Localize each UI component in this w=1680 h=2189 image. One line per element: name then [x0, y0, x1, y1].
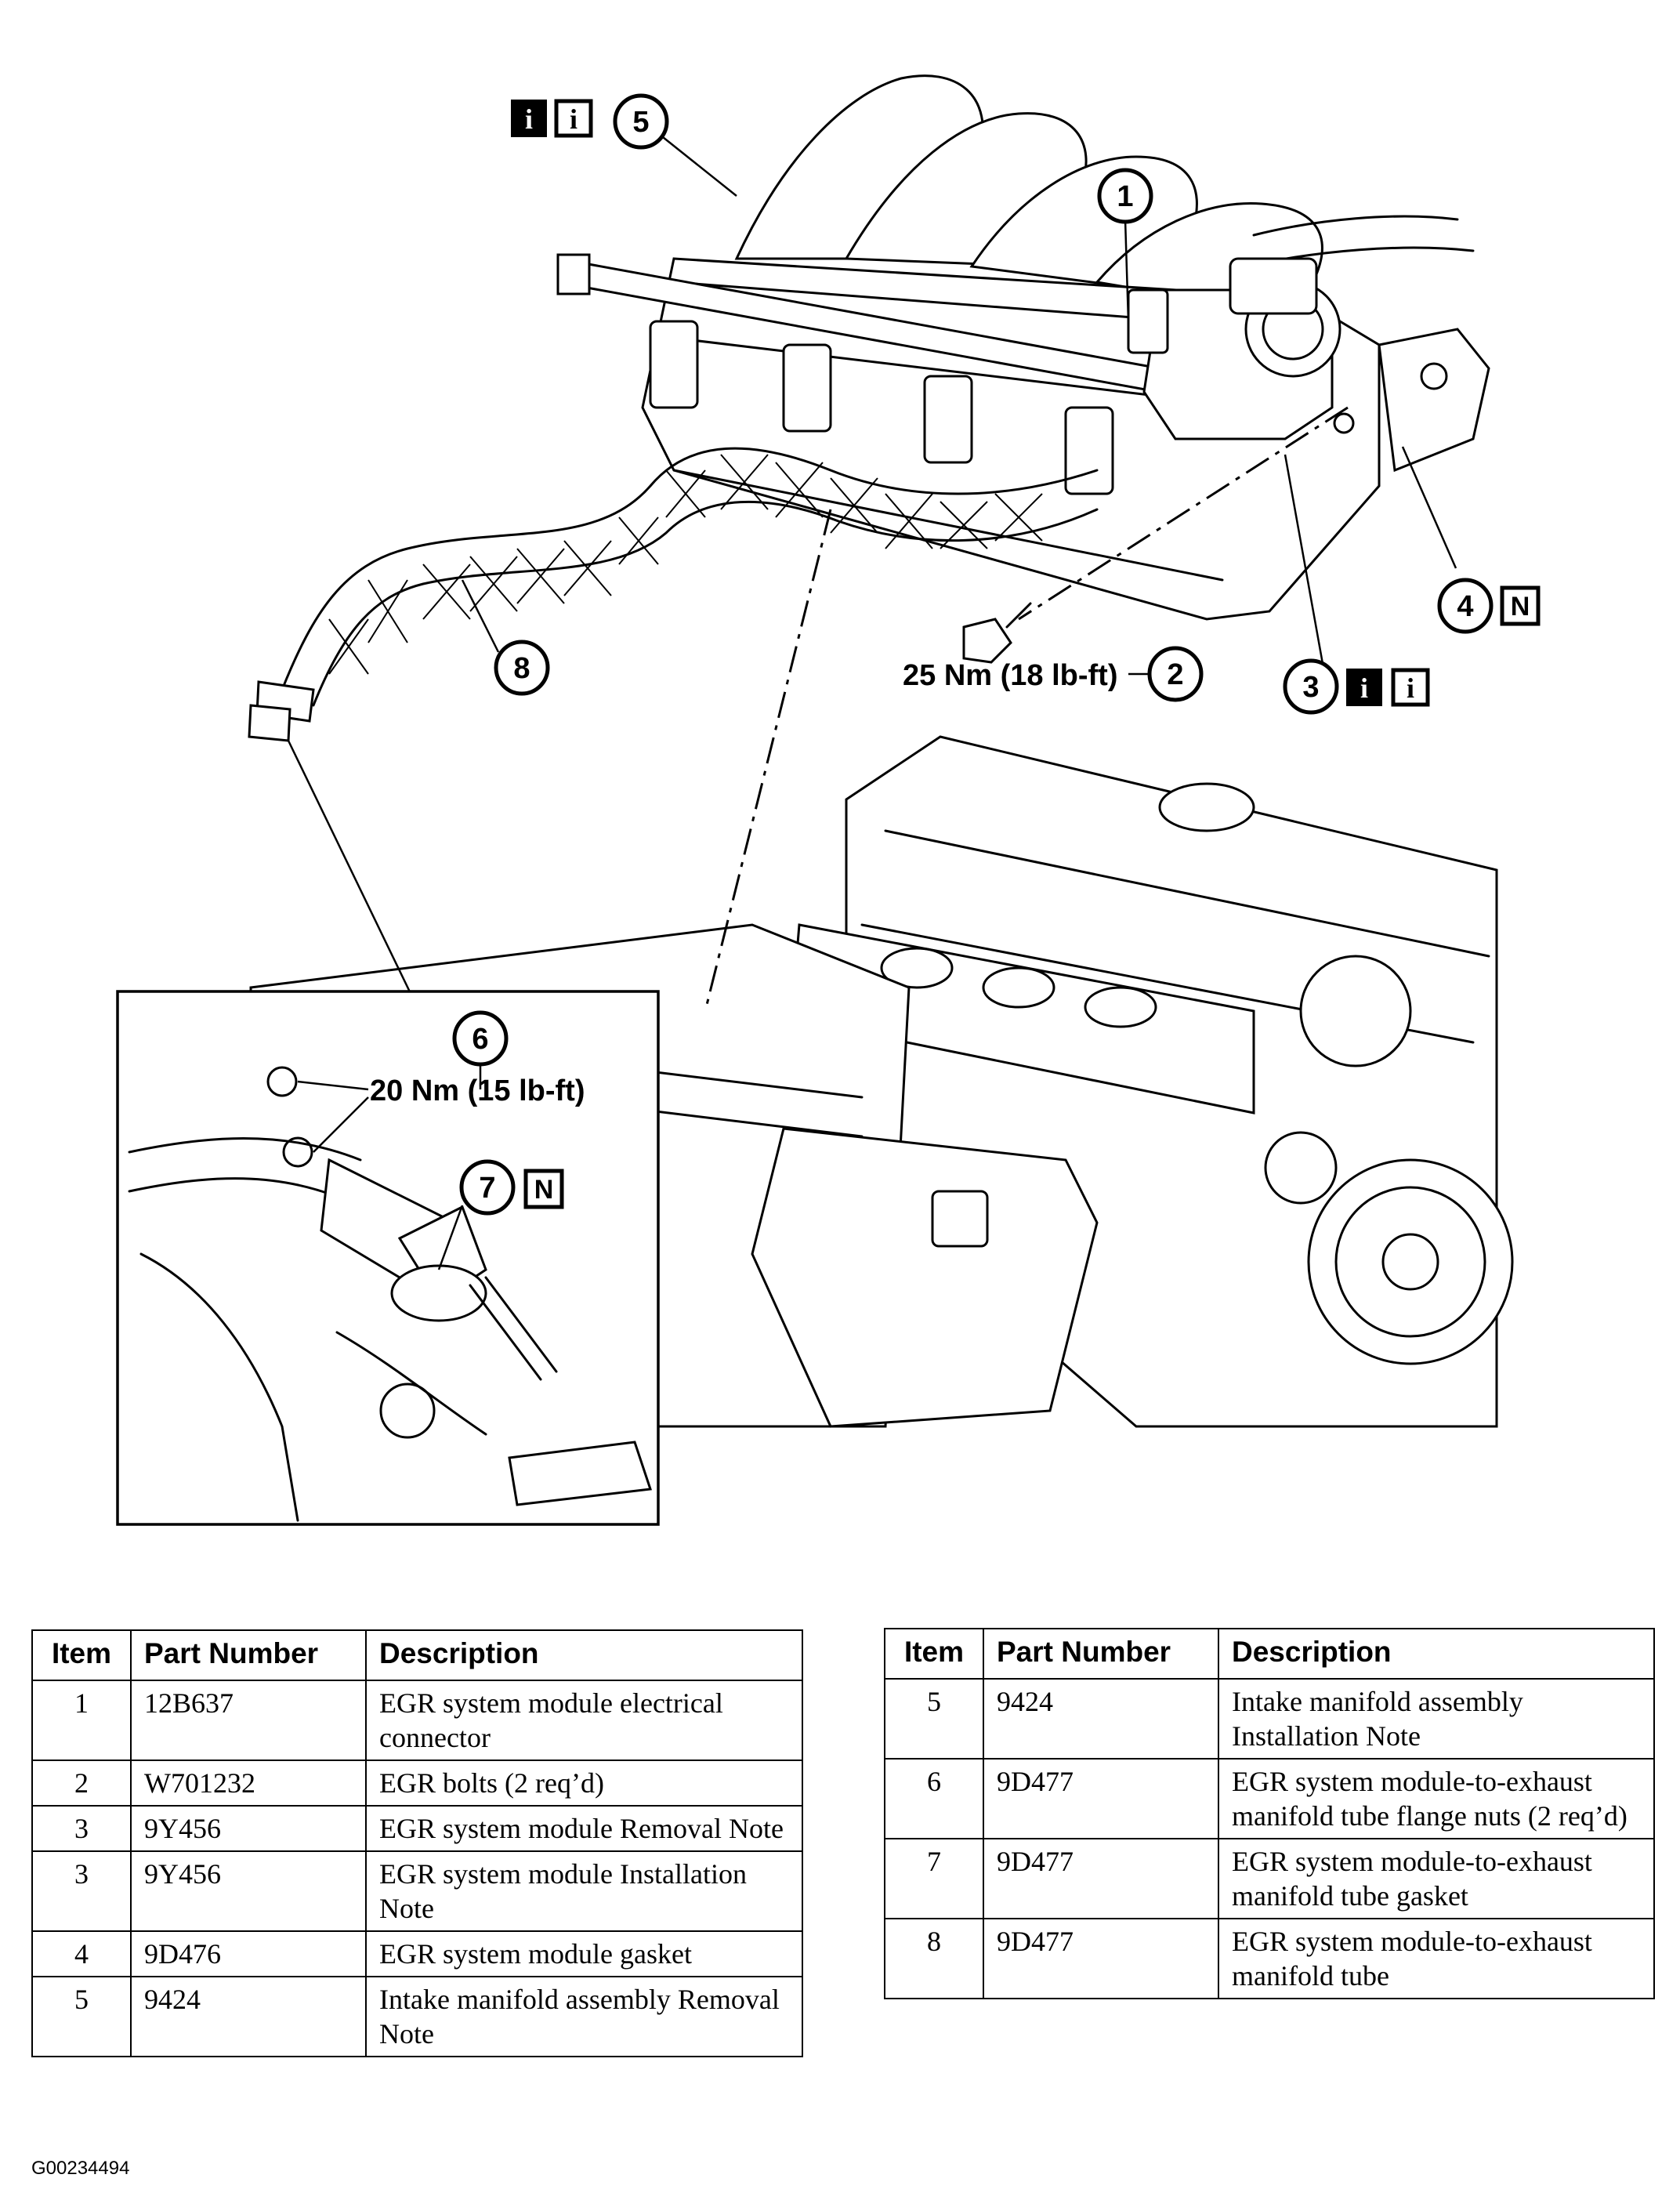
table-row: 2 W701232 EGR bolts (2 req’d): [31, 1760, 803, 1807]
svg-text:N: N: [534, 1175, 554, 1205]
figure-id: G00234494: [31, 2158, 130, 2179]
table-row: 5 9424 Intake manifold assembly Removal …: [31, 1976, 803, 2057]
svg-text:5: 5: [632, 106, 649, 139]
header-item: Item: [884, 1628, 984, 1680]
table-row: 5 9424 Intake manifold assembly Installa…: [884, 1678, 1655, 1760]
svg-text:i: i: [1407, 672, 1414, 704]
cell-description: Intake manifold assembly Removal Note: [365, 1976, 803, 2057]
cell-part-number: 9D477: [983, 1918, 1219, 1999]
parts-table-right: Item Part Number Description 5 9424 Inta…: [884, 1628, 1655, 1999]
cell-item: 3: [31, 1850, 132, 1932]
svg-text:N: N: [1511, 592, 1530, 622]
svg-text:7: 7: [479, 1172, 495, 1205]
alignment-line-tube: [287, 740, 417, 1004]
info-black-icon: [1346, 669, 1382, 706]
new-part-icon-item-7: N: [523, 1169, 564, 1209]
svg-text:i: i: [525, 103, 533, 135]
leader-6a: [297, 1080, 369, 1091]
cell-part-number: 9D477: [983, 1838, 1219, 1919]
cell-part-number: 12B637: [130, 1680, 367, 1761]
svg-text:i: i: [570, 103, 578, 135]
cell-description: EGR bolts (2 req’d): [365, 1760, 803, 1807]
cell-item: 1: [31, 1680, 132, 1761]
cell-part-number: 9D476: [130, 1930, 367, 1977]
new-part-icon-item-4: N: [1500, 585, 1541, 626]
callout-5: 5: [613, 93, 669, 150]
callout-1: 1: [1097, 168, 1153, 224]
table-row: 8 9D477 EGR system module-to-exhaust man…: [884, 1918, 1655, 1999]
leader-1: [1124, 219, 1130, 322]
cell-description: EGR system module gasket: [365, 1930, 803, 1977]
cell-item: 5: [31, 1976, 132, 2057]
leader-8: [461, 579, 500, 653]
table-row: 4 9D476 EGR system module gasket: [31, 1930, 803, 1977]
header-part-number: Part Number: [983, 1628, 1219, 1680]
inset-detail: [116, 990, 660, 1526]
cell-item: 8: [884, 1918, 984, 1999]
cell-item: 6: [884, 1758, 984, 1839]
header-description: Description: [365, 1629, 803, 1681]
cell-description: EGR system module electrical connector: [365, 1680, 803, 1761]
leader-6b: [313, 1096, 369, 1153]
svg-text:6: 6: [472, 1023, 488, 1056]
leader-7: [437, 1205, 464, 1270]
header-item: Item: [31, 1629, 132, 1681]
cell-description: EGR system module-to-exhaust manifold tu…: [1218, 1838, 1655, 1919]
callout-4: 4: [1437, 578, 1494, 634]
alignment-line-module: [704, 509, 832, 1012]
cell-description: EGR system module Installation Note: [365, 1850, 803, 1932]
info-outline-icon: [1391, 668, 1430, 707]
cell-description: Intake manifold assembly Installation No…: [1218, 1678, 1655, 1760]
table-row: 3 9Y456 EGR system module Removal Note: [31, 1805, 803, 1852]
svg-text:8: 8: [513, 652, 530, 685]
header-description: Description: [1218, 1628, 1655, 1680]
cell-item: 3: [31, 1805, 132, 1852]
cell-item: 4: [31, 1930, 132, 1977]
svg-text:3: 3: [1302, 671, 1319, 704]
leader-3: [1284, 454, 1326, 673]
svg-text:i: i: [1360, 672, 1368, 704]
cell-item: 5: [884, 1678, 984, 1760]
cell-description: EGR system module-to-exhaust manifold tu…: [1218, 1758, 1655, 1839]
cell-description: EGR system module-to-exhaust manifold tu…: [1218, 1918, 1655, 1999]
leader-5: [662, 136, 737, 197]
cell-item: 2: [31, 1760, 132, 1807]
svg-text:2: 2: [1167, 658, 1183, 691]
cell-part-number: W701232: [130, 1760, 367, 1807]
cell-part-number: 9424: [983, 1678, 1219, 1760]
leader-4: [1401, 446, 1457, 569]
info-outline-icon: [554, 99, 593, 138]
cell-description: EGR system module Removal Note: [365, 1805, 803, 1852]
callout-2: 2: [1147, 646, 1204, 702]
callout-7: 7: [459, 1159, 516, 1216]
info-black-icon: [511, 100, 547, 137]
table-row: 7 9D477 EGR system module-to-exhaust man…: [884, 1838, 1655, 1919]
table-row: 3 9Y456 EGR system module Installation N…: [31, 1850, 803, 1932]
info-icon-set-item-3: i i: [1346, 668, 1430, 707]
callout-3: 3: [1283, 658, 1339, 715]
parts-table-left: Item Part Number Description 1 12B637 EG…: [31, 1629, 803, 2057]
svg-text:4: 4: [1457, 590, 1473, 623]
cell-part-number: 9D477: [983, 1758, 1219, 1839]
egr-bolt-drawing: [962, 602, 1032, 664]
callout-6: 6: [452, 1010, 509, 1067]
egr-tube-drawing: [248, 447, 1099, 742]
header-part-number: Part Number: [130, 1629, 367, 1681]
table-row: 6 9D477 EGR system module-to-exhaust man…: [884, 1758, 1655, 1839]
torque-label-flange-nuts: 20 Nm (15 lb-ft): [370, 1075, 585, 1107]
cell-part-number: 9Y456: [130, 1805, 367, 1852]
info-icon-set-item-5: i i: [511, 99, 593, 138]
callout-8: 8: [494, 640, 550, 696]
cell-item: 7: [884, 1838, 984, 1919]
torque-label-egr-bolts: 25 Nm (18 lb-ft): [903, 659, 1117, 692]
svg-text:1: 1: [1117, 180, 1133, 213]
table-header-row: Item Part Number Description: [884, 1628, 1655, 1680]
cell-part-number: 9Y456: [130, 1850, 367, 1932]
intake-manifold-drawing: [556, 74, 1490, 621]
table-row: 1 12B637 EGR system module electrical co…: [31, 1680, 803, 1761]
table-header-row: Item Part Number Description: [31, 1629, 803, 1681]
alignment-line-bolt: [1018, 406, 1349, 621]
cell-part-number: 9424: [130, 1976, 367, 2057]
